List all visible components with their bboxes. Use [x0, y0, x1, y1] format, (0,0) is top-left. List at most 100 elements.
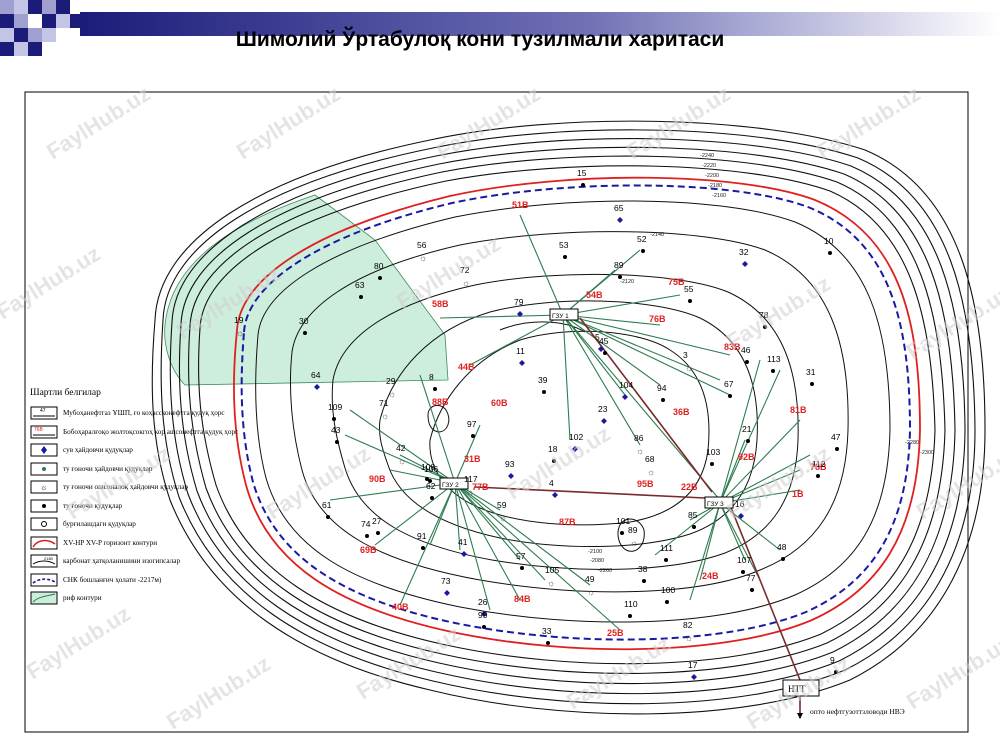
well-label: 97	[467, 419, 477, 429]
well-marker	[482, 625, 486, 629]
gas-well-marker: ☼	[547, 578, 555, 588]
well-label: 43	[331, 425, 341, 435]
water-well-marker	[444, 590, 450, 596]
well-label: 45	[599, 336, 609, 346]
well-label: 83B	[724, 342, 741, 352]
gas-well-marker: ☼	[636, 446, 644, 456]
well-label: 16	[735, 499, 745, 509]
well-group-label: ГЗУ 2	[442, 482, 459, 489]
well-label: 23	[598, 404, 608, 414]
well-label: 41	[458, 537, 468, 547]
map-frame	[24, 91, 969, 733]
well-label: 68	[645, 454, 655, 464]
gas-well-marker: ☼	[587, 587, 595, 597]
gas-well-marker: ☼	[685, 363, 693, 373]
trunkline	[474, 486, 706, 499]
gas-well-marker: ☼	[647, 467, 655, 477]
well-marker	[552, 459, 556, 463]
legend-item: СНК бошланғич ҳолати -2217м)	[30, 571, 265, 589]
well-marker	[741, 570, 745, 574]
well-label: 76B	[649, 314, 666, 324]
well-group-boxes	[439, 308, 820, 697]
gas-well-marker: ☼	[630, 538, 638, 548]
flowline	[329, 482, 456, 501]
well-label: 77	[746, 573, 756, 583]
well-marker	[816, 474, 820, 478]
flowline	[562, 269, 616, 316]
well-marker	[581, 183, 585, 187]
well-label: 64	[311, 370, 321, 380]
ntt-box	[782, 679, 820, 697]
isohypse	[169, 138, 966, 695]
legend-item: бурғилашдаги қудуқлар	[30, 515, 265, 533]
well-label: 74	[361, 519, 371, 529]
contour-label: -2240	[700, 153, 714, 159]
well-label: 82	[683, 620, 693, 630]
well-marker	[618, 275, 622, 279]
water-well-marker	[517, 311, 523, 317]
well-marker	[326, 515, 330, 519]
svg-text:2180: 2180	[44, 556, 54, 561]
well-marker	[335, 440, 339, 444]
well-label: 85	[688, 510, 698, 520]
svg-text:76В: 76В	[34, 427, 44, 433]
well-label: 32	[739, 247, 749, 257]
well-label: 65	[614, 203, 624, 213]
flowline	[519, 214, 564, 316]
legend-item: ☼ ту ғоночи ошсоналоқ ҳайдовчи қудуқлар	[30, 478, 265, 496]
flowline	[349, 409, 456, 484]
isohypse	[178, 146, 956, 685]
well-label: 101	[616, 516, 630, 526]
contour-label: -2280	[905, 440, 919, 446]
well-label: 79	[514, 297, 524, 307]
well-label: 31B	[464, 454, 481, 464]
well-marker	[628, 614, 632, 618]
well-label: 36B	[673, 407, 690, 417]
gas-well-marker: ☼	[499, 513, 507, 523]
well-label: 54B	[586, 290, 603, 300]
legend-symbol: 2180	[30, 554, 58, 568]
legend-item: ту ғоночи ҳайдовчи қудуқлар	[30, 460, 265, 478]
flowline	[562, 314, 731, 396]
well-label: 21	[742, 424, 752, 434]
water-well-marker	[691, 674, 697, 680]
flowline	[719, 454, 811, 504]
well-marker	[359, 295, 363, 299]
contour-label: -2300	[920, 450, 934, 456]
well-label: 56	[417, 240, 427, 250]
well-label: 44B	[458, 362, 475, 372]
isohypse	[331, 273, 799, 570]
well-marker	[332, 417, 336, 421]
legend-label: риф контури	[63, 594, 102, 602]
well-marker	[750, 588, 754, 592]
well-marker	[781, 557, 785, 561]
well-marker	[664, 558, 668, 562]
contour-label: -2140	[650, 232, 664, 238]
well-label: 33	[542, 626, 552, 636]
gas-well-marker: ☼	[419, 253, 427, 263]
flowline	[429, 482, 456, 546]
water-well-marker	[552, 492, 558, 498]
isohypse	[427, 404, 450, 433]
water-well-marker	[519, 360, 525, 366]
arrow-down-icon	[797, 713, 803, 719]
well-marker	[710, 462, 714, 466]
legend-item: XV-HP XV-P горизонт контури	[30, 534, 265, 552]
well-label: 69B	[360, 545, 377, 555]
well-label: 94	[657, 383, 667, 393]
well-marker	[828, 251, 832, 255]
well-marker	[546, 641, 550, 645]
well-label: 19	[234, 315, 244, 325]
well-label: 87B	[559, 517, 576, 527]
well-marker	[603, 351, 607, 355]
contour-label: -2220	[702, 163, 716, 169]
legend-symbol	[30, 517, 58, 531]
well-group-label: ГЗУ 3	[707, 501, 724, 508]
well-marker	[563, 255, 567, 259]
flowline	[454, 482, 461, 551]
gas-well-marker: ☼	[381, 411, 389, 421]
well-label: 47	[831, 432, 841, 442]
well-label: 57	[516, 551, 526, 561]
legend-symbol	[30, 573, 58, 586]
well-label: 5	[595, 332, 600, 342]
